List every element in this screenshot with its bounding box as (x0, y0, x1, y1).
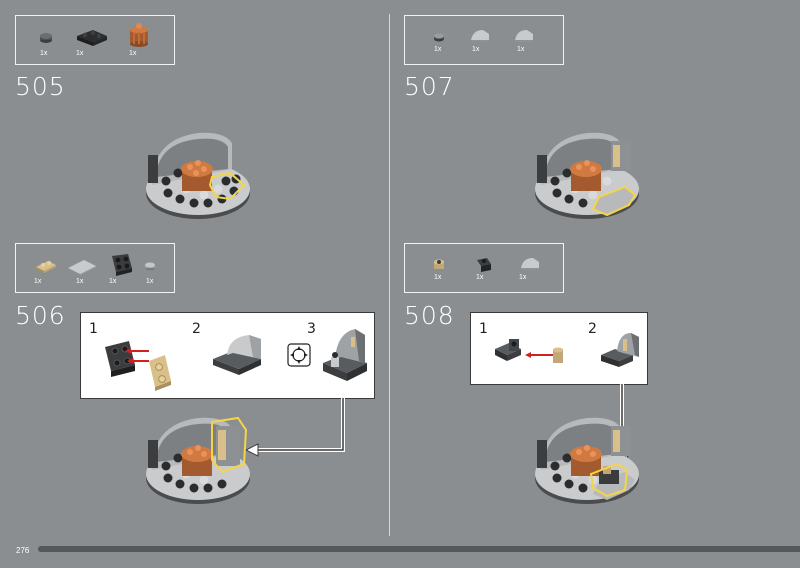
step-number-507: 507 (404, 72, 455, 101)
page-number: 276 (16, 546, 30, 555)
tan-round-plate-icon (434, 259, 444, 269)
parts-list-505: 1x 1x 1x (15, 15, 175, 65)
part-qty: 1x (517, 46, 525, 53)
sub-step-number: 2 (192, 321, 201, 337)
step-number-506: 506 (15, 301, 66, 330)
page-divider (389, 14, 390, 536)
step-number-505: 505 (15, 72, 66, 101)
part-qty: 1x (129, 50, 137, 57)
step-number-508: 508 (404, 301, 455, 330)
round-plate-icon (40, 33, 52, 43)
rotate-model-icon (287, 343, 311, 367)
sub-step-illustration (323, 329, 367, 381)
sub-step-number: 1 (89, 321, 98, 337)
sub-step-callout-506: 1 2 3 (80, 312, 375, 399)
model-illustration-505 (146, 132, 250, 219)
part-qty: 1x (519, 274, 527, 281)
model-illustration-507 (535, 132, 639, 219)
parts-list-508: 1x 1x 1x (404, 243, 564, 293)
part-qty: 1x (40, 50, 48, 57)
progress-bar (38, 546, 800, 552)
part-qty: 1x (434, 46, 442, 53)
part-qty: 1x (109, 278, 117, 285)
part-qty: 1x (476, 274, 484, 281)
part-qty: 1x (146, 278, 154, 285)
part-qty: 1x (434, 274, 442, 281)
corner-plate-icon (77, 30, 107, 46)
part-qty: 1x (76, 50, 84, 57)
parts-list-507: 1x 1x 1x (404, 15, 564, 65)
sub-step-illustration (213, 335, 261, 375)
curved-slope-icon (471, 30, 489, 42)
sub-step-callout-508: 1 2 (470, 312, 648, 385)
parts-list-506: 1x 1x 1x 1x (15, 243, 175, 293)
part-qty: 1x (76, 278, 84, 285)
small-round-plate-icon (145, 262, 155, 271)
sub-step-number: 2 (588, 321, 597, 337)
dark-bracket-icon (477, 258, 491, 272)
curved-slope-icon (521, 258, 539, 270)
sub-step-number: 1 (479, 321, 488, 337)
gear-cylinder-icon (130, 23, 148, 47)
part-qty: 1x (34, 278, 42, 285)
grey-tile-icon (68, 260, 96, 275)
dark-bracket-icon (112, 254, 132, 276)
tan-plate-icon (36, 261, 56, 273)
model-illustration-506 (146, 416, 250, 504)
sub-step-illustration (601, 333, 639, 367)
sub-step-illustration (105, 341, 171, 391)
model-illustration-508 (535, 417, 639, 504)
sub-step-illustration (495, 339, 563, 363)
progress-bar-fill (38, 546, 800, 552)
small-round-plate-icon (434, 33, 444, 42)
connector-arrow-506 (244, 398, 345, 457)
curved-slope-icon (515, 30, 533, 42)
sub-step-number: 3 (307, 321, 316, 337)
part-qty: 1x (472, 46, 480, 53)
